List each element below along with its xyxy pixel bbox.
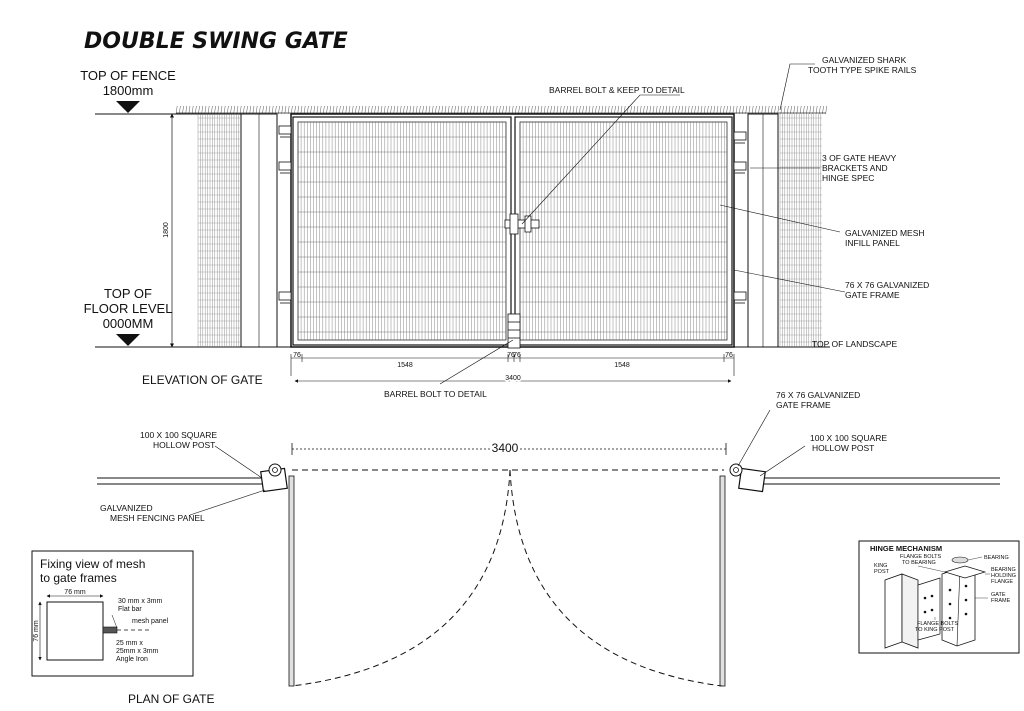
plan-fencing-label-1: GALVANIZED: [100, 503, 153, 513]
fixing-width: 76 mm: [64, 589, 86, 596]
plan-width-value: 3400: [492, 441, 519, 455]
floor-barrel-bolt: [507, 313, 521, 349]
hinge-king-post: [884, 573, 903, 649]
plan-frame-label-2: GATE FRAME: [776, 400, 831, 410]
hinge-flange-king-2: TO KING POST: [915, 627, 955, 633]
fixing-title-2: to gate frames: [40, 571, 117, 585]
fixing-flat-bar-2: Flat bar: [118, 606, 142, 613]
top-of-fence-label: TOP OF FENCE: [80, 68, 176, 83]
drawing-title: DOUBLE SWING GATE: [84, 29, 348, 54]
callout-leaders: [439, 63, 846, 385]
height-dimension-value: 1800: [163, 222, 170, 238]
top-of-fence-value: 1800mm: [103, 83, 154, 98]
hinge-flange-bearing-1: FLANGE BOLTS: [900, 554, 941, 560]
hinge-holding-3: FLANGE: [991, 579, 1013, 585]
fixing-angle-1: 25 mm x: [116, 640, 143, 647]
callout-barrel-keep: BARREL BOLT & KEEP TO DETAIL: [549, 85, 685, 95]
plan-leaders: [189, 409, 806, 516]
floor-level-marker: [116, 334, 140, 346]
hinge-title: HINGE MECHANISM: [870, 544, 942, 553]
callout-spike-2: TOOTH TYPE SPIKE RAILS: [808, 65, 917, 75]
left-fence-panel: [197, 114, 240, 347]
hinge-mechanism-detail: HINGE MECHANISM BEARING FLANGE BOLTS TO …: [858, 540, 1020, 654]
fixing-height: 76 mm: [33, 620, 40, 642]
plan-fence-lines: [97, 477, 1000, 485]
callout-spike-1: GALVANIZED SHARK: [822, 55, 907, 65]
floor-level-value: 0000MM: [103, 316, 154, 331]
dim-post-a: 76: [293, 352, 301, 359]
callout-frame-2: GATE FRAME: [845, 290, 900, 300]
callout-brackets-2: BRACKETS AND: [822, 163, 888, 173]
callout-barrel: BARREL BOLT TO DETAIL: [384, 389, 487, 399]
plan-right-swing-arc: [509, 469, 723, 687]
plan-right-post-label-1: 100 X 100 SQUARE: [810, 433, 887, 443]
plan-right-leaf-open: [719, 475, 726, 687]
right-fence-panel: [779, 114, 822, 347]
top-of-fence-marker: [116, 101, 140, 113]
dim-mid-b: 76: [513, 352, 521, 359]
callout-mesh-1: GALVANIZED MESH: [845, 228, 925, 238]
hinge-flange-bearing-2: TO BEARING: [902, 560, 936, 566]
left-gate-leaf: [292, 116, 512, 346]
spike-rail: [175, 105, 828, 115]
plan-frame-label-1: 76 X 76 GALVANIZED: [776, 390, 860, 400]
floor-level-label-2: FLOOR LEVEL: [84, 301, 173, 316]
hinge-bearing-label: BEARING: [984, 555, 1009, 561]
plan-caption: PLAN OF GATE: [128, 692, 214, 706]
fixing-frame-section: [46, 601, 104, 661]
hinge-king-post-2: POST: [874, 569, 890, 575]
plan-fencing-label-2: MESH FENCING PANEL: [110, 513, 205, 523]
right-gate-leaf: [514, 116, 733, 346]
plan-left-leaf-open: [288, 475, 295, 687]
floor-level-label-1: TOP OF: [104, 286, 152, 301]
plan-right-post-label-2: HOLLOW POST: [812, 443, 874, 453]
hinge-gate-frame-2: FRAME: [991, 598, 1011, 604]
fixing-mesh-panel: mesh panel: [132, 618, 169, 625]
fixing-angle-3: Angle Iron: [116, 656, 148, 663]
dim-post-b: 76: [725, 352, 733, 359]
hinge-holding-flange: [943, 565, 987, 579]
hinge-king-post-1: KING: [874, 563, 887, 569]
dim-leaf-right: 1548: [614, 362, 630, 369]
elevation-dimensions: [290, 354, 735, 383]
elevation-view: TOP OF FENCE 1800mm TOP OF FLOOR LEVEL 0…: [80, 55, 929, 399]
elevation-caption: ELEVATION OF GATE: [142, 373, 263, 387]
callout-brackets-3: HINGE SPEC: [822, 173, 874, 183]
hinge-holding-2: HOLDING: [991, 573, 1016, 579]
dim-total: 3400: [505, 375, 521, 382]
dim-leaf-left: 1548: [397, 362, 413, 369]
hinge-holding-1: BEARING: [991, 567, 1016, 573]
plan-right-post: [738, 467, 766, 493]
callout-frame-1: 76 X 76 GALVANIZED: [845, 280, 929, 290]
callout-mesh-2: INFILL PANEL: [845, 238, 900, 248]
plan-left-swing-arc: [291, 469, 511, 687]
plan-view: 3400 100 X 100 SQUARE HOLLOW POST 100 X …: [97, 390, 1000, 706]
callout-brackets-1: 3 OF GATE HEAVY: [822, 153, 897, 163]
fixing-title-1: Fixing view of mesh: [40, 557, 145, 571]
dim-mid-a: 76: [507, 352, 515, 359]
fixing-angle-2: 25mm x 3mm: [116, 648, 159, 655]
plan-left-post-label-2: HOLLOW POST: [153, 440, 215, 450]
hinge-flange-king-1: FLANGE BOLTS: [917, 621, 958, 627]
hinge-bearing: [951, 556, 969, 564]
hinge-gate-frame-1: GATE: [991, 592, 1006, 598]
fixing-flat-bar-1: 30 mm x 3mm: [118, 598, 163, 605]
top-of-landscape-label: TOP OF LANDSCAPE: [812, 339, 898, 349]
fixing-view-detail: Fixing view of mesh to gate frames 76 mm…: [31, 550, 194, 677]
hinge-brackets: [278, 125, 747, 304]
plan-left-post-label-1: 100 X 100 SQUARE: [140, 430, 217, 440]
